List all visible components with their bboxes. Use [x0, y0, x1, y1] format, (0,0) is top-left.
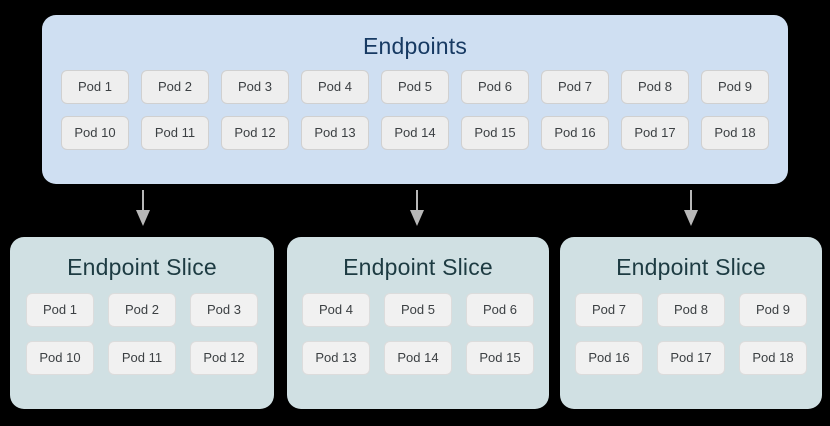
pod-chip[interactable]: Pod 13: [301, 116, 369, 150]
endpoint-slice-pod-row: Pod 13 Pod 14 Pod 15: [301, 341, 535, 375]
pod-chip[interactable]: Pod 16: [541, 116, 609, 150]
endpoint-slice-container-1: Endpoint Slice Pod 1 Pod 2 Pod 3 Pod 10 …: [10, 237, 274, 409]
endpoint-slice-container-2: Endpoint Slice Pod 4 Pod 5 Pod 6 Pod 13 …: [287, 237, 549, 409]
pod-chip[interactable]: Pod 7: [541, 70, 609, 104]
pod-chip[interactable]: Pod 13: [302, 341, 370, 375]
endpoints-pod-row: Pod 10 Pod 11 Pod 12 Pod 13 Pod 14 Pod 1…: [56, 116, 774, 150]
pod-chip[interactable]: Pod 4: [301, 70, 369, 104]
endpoint-slice-pod-row: Pod 1 Pod 2 Pod 3: [24, 293, 260, 327]
pod-chip[interactable]: Pod 6: [461, 70, 529, 104]
pod-chip[interactable]: Pod 1: [61, 70, 129, 104]
endpoint-slice-title: Endpoint Slice: [343, 254, 493, 280]
endpoints-container: Endpoints Pod 1 Pod 2 Pod 3 Pod 4 Pod 5 …: [42, 15, 788, 184]
endpoint-slice-pod-row: Pod 16 Pod 17 Pod 18: [574, 341, 808, 375]
pod-chip[interactable]: Pod 18: [701, 116, 769, 150]
pod-chip[interactable]: Pod 6: [466, 293, 534, 327]
pod-chip[interactable]: Pod 2: [108, 293, 176, 327]
arrow-shaft: [142, 190, 144, 212]
pod-chip[interactable]: Pod 17: [621, 116, 689, 150]
endpoint-slice-pod-grid: Pod 7 Pod 8 Pod 9 Pod 16 Pod 17 Pod 18: [560, 293, 822, 375]
endpoints-pod-row: Pod 1 Pod 2 Pod 3 Pod 4 Pod 5 Pod 6 Pod …: [56, 70, 774, 104]
endpoint-slice-title: Endpoint Slice: [67, 254, 217, 280]
pod-chip[interactable]: Pod 17: [657, 341, 725, 375]
pod-chip[interactable]: Pod 14: [381, 116, 449, 150]
pod-chip[interactable]: Pod 5: [381, 70, 449, 104]
endpoint-slice-container-3: Endpoint Slice Pod 7 Pod 8 Pod 9 Pod 16 …: [560, 237, 822, 409]
arrow-head: [410, 210, 424, 226]
pod-chip[interactable]: Pod 5: [384, 293, 452, 327]
pod-chip[interactable]: Pod 9: [739, 293, 807, 327]
pod-chip[interactable]: Pod 4: [302, 293, 370, 327]
arrow-down-icon: [680, 190, 702, 226]
pod-chip[interactable]: Pod 14: [384, 341, 452, 375]
pod-chip[interactable]: Pod 2: [141, 70, 209, 104]
pod-chip[interactable]: Pod 10: [61, 116, 129, 150]
pod-chip[interactable]: Pod 7: [575, 293, 643, 327]
endpoint-slice-pod-grid: Pod 4 Pod 5 Pod 6 Pod 13 Pod 14 Pod 15: [287, 293, 549, 375]
arrow-down-icon: [132, 190, 154, 226]
pod-chip[interactable]: Pod 11: [108, 341, 176, 375]
pod-chip[interactable]: Pod 3: [221, 70, 289, 104]
endpoint-slice-pod-row: Pod 10 Pod 11 Pod 12: [24, 341, 260, 375]
pod-chip[interactable]: Pod 16: [575, 341, 643, 375]
endpoints-pod-grid: Pod 1 Pod 2 Pod 3 Pod 4 Pod 5 Pod 6 Pod …: [42, 70, 788, 150]
pod-chip[interactable]: Pod 12: [221, 116, 289, 150]
pod-chip[interactable]: Pod 10: [26, 341, 94, 375]
pod-chip[interactable]: Pod 18: [739, 341, 807, 375]
endpoints-title: Endpoints: [362, 33, 468, 59]
arrow-shaft: [690, 190, 692, 212]
endpoint-slice-title: Endpoint Slice: [616, 254, 766, 280]
endpoint-slice-pod-row: Pod 7 Pod 8 Pod 9: [574, 293, 808, 327]
arrow-head: [684, 210, 698, 226]
pod-chip[interactable]: Pod 8: [621, 70, 689, 104]
pod-chip[interactable]: Pod 12: [190, 341, 258, 375]
pod-chip[interactable]: Pod 9: [701, 70, 769, 104]
arrow-head: [136, 210, 150, 226]
arrow-down-icon: [406, 190, 428, 226]
pod-chip[interactable]: Pod 15: [466, 341, 534, 375]
pod-chip[interactable]: Pod 1: [26, 293, 94, 327]
pod-chip[interactable]: Pod 8: [657, 293, 725, 327]
pod-chip[interactable]: Pod 11: [141, 116, 209, 150]
endpoint-slice-pod-grid: Pod 1 Pod 2 Pod 3 Pod 10 Pod 11 Pod 12: [10, 293, 274, 375]
pod-chip[interactable]: Pod 15: [461, 116, 529, 150]
arrow-shaft: [416, 190, 418, 212]
endpoint-slice-pod-row: Pod 4 Pod 5 Pod 6: [301, 293, 535, 327]
pod-chip[interactable]: Pod 3: [190, 293, 258, 327]
